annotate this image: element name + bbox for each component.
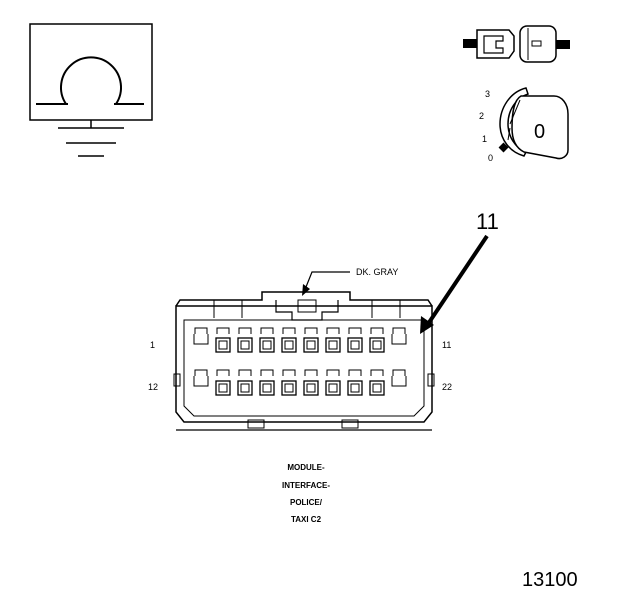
connector-caption-line-4: TAXI C2 — [291, 515, 322, 524]
ignition-position-1: 1 — [482, 134, 487, 144]
cavity-12 — [193, 369, 209, 387]
cavity-4 — [259, 327, 275, 353]
pin-label-12: 12 — [148, 382, 158, 392]
ignition-position-2: 2 — [479, 111, 484, 121]
cavity-5 — [281, 327, 297, 353]
pin-label-11: 11 — [442, 340, 451, 350]
ohm-meter-icon — [29, 23, 153, 121]
figure-number: 13100 — [522, 569, 578, 591]
connector-caption-line-2: INTERFACE- — [282, 481, 330, 490]
cavity-16 — [281, 369, 297, 396]
cavity-14 — [237, 369, 253, 396]
ignition-position-3: 3 — [485, 89, 490, 99]
cavity-3 — [237, 327, 253, 353]
cavity-8 — [347, 327, 363, 353]
cavity-13 — [215, 369, 231, 396]
pin-label-1: 1 — [150, 340, 155, 350]
cavity-2 — [215, 327, 231, 353]
cavity-6 — [303, 327, 319, 353]
ignition-key-icon — [498, 87, 569, 160]
wire-color-label: DK. GRAY — [356, 267, 398, 277]
connector-body — [173, 291, 435, 431]
callout-number: 11 — [476, 209, 499, 234]
ignition-position-0: 0 — [488, 153, 493, 163]
cavity-9 — [369, 327, 385, 353]
cavity-18 — [325, 369, 341, 396]
key-label: 0 — [534, 121, 545, 143]
cavity-17 — [303, 369, 319, 396]
cavity-19 — [347, 369, 363, 396]
cavity-20 — [369, 369, 385, 396]
ground-icon — [58, 120, 124, 157]
cavity-21 — [391, 369, 407, 387]
wire-color-leader — [302, 271, 350, 296]
connector-caption-line-3: POLICE/ — [290, 498, 323, 507]
callout-arrow — [420, 234, 489, 334]
connector-plug-icon — [463, 25, 570, 63]
cavity-1 — [193, 327, 209, 345]
connector-cavities — [193, 327, 407, 396]
pin-label-22: 22 — [442, 382, 452, 392]
cavity-15 — [259, 369, 275, 396]
cavity-10 — [391, 327, 407, 345]
connector-caption-line-1: MODULE- — [287, 463, 325, 472]
cavity-7 — [325, 327, 341, 353]
